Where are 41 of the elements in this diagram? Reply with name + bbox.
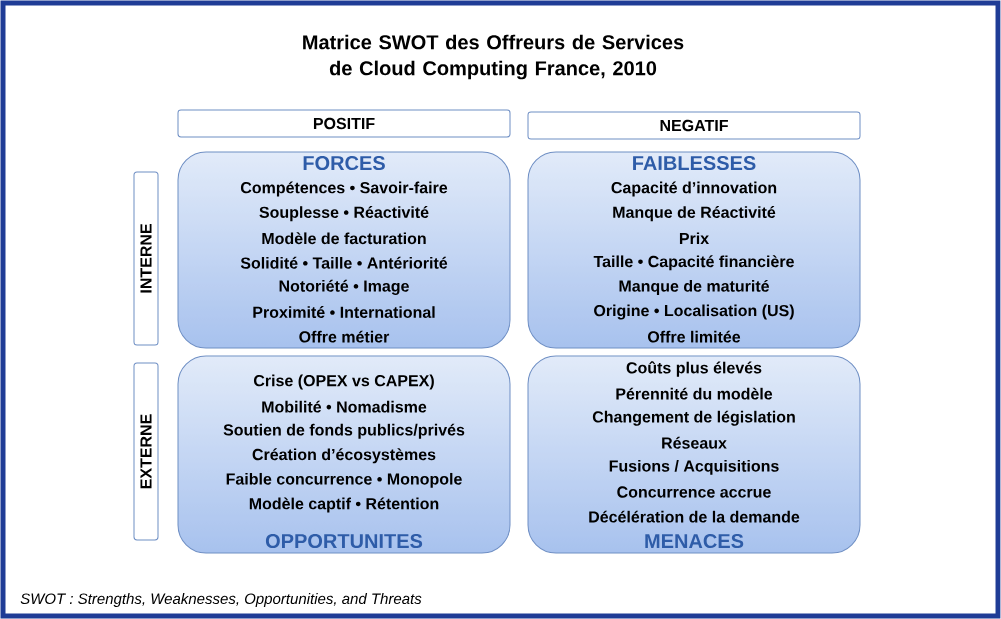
list-item: Concurrence accrue	[617, 486, 771, 498]
row-header: INTERNE	[133, 171, 159, 346]
list-item: Manque de Réactivité	[613, 206, 776, 222]
column-header: NEGATIF	[527, 111, 861, 140]
list-item: Pérennité du modèle	[616, 387, 773, 400]
caption: SWOT : Strengths, Weaknesses, Opportunities, and Threats	[20, 593, 422, 607]
quadrant-box	[527, 355, 861, 554]
list-item: Fusions / Acquisitions	[609, 459, 779, 475]
quadrant-box	[177, 151, 511, 349]
list-item: Changement de législation	[592, 410, 795, 426]
list-item: Soutien de fonds publics/privés	[223, 423, 465, 439]
list-item: Offre limitée	[648, 330, 741, 343]
list-item: Souplesse • Réactivité	[259, 206, 429, 222]
list-item: Notoriété • Image	[279, 279, 409, 295]
list-item: Crise (OPEX vs CAPEX)	[253, 374, 434, 390]
list-item: Compétences • Savoir-faire	[240, 181, 448, 197]
list-item: Réseaux	[662, 436, 727, 449]
quadrant-heading: OPPORTUNITES	[265, 533, 423, 549]
quadrant-heading: FAIBLESSES	[633, 155, 756, 171]
list-item: Taille • Capacité financière	[593, 255, 794, 271]
list-item: Capacité d’innovation	[611, 181, 777, 197]
quadrant-heading: MENACES	[645, 533, 744, 549]
list-item: Modèle captif • Rétention	[249, 497, 439, 513]
title: Matrice SWOT des Offreurs de Services de Cloud Computing France, 2010	[303, 34, 684, 80]
quadrant-heading: FORCES	[303, 155, 385, 171]
list-item: Décélération de la demande	[589, 510, 800, 523]
list-item: Création d’écosystèmes	[252, 448, 436, 464]
list-item: Origine • Localisation (US)	[594, 304, 794, 320]
list-item: Manque de maturité	[619, 279, 769, 295]
list-item: Modèle de facturation	[262, 232, 426, 245]
row-header: EXTERNE	[133, 362, 159, 541]
list-item: Mobilité • Nomadisme	[262, 400, 427, 413]
list-item: Faible concurrence • Monopole	[226, 472, 462, 488]
column-header: POSITIF	[177, 109, 511, 138]
list-item: Coûts plus élevés	[626, 361, 762, 377]
quadrant-box	[527, 151, 861, 349]
quadrant-box	[177, 355, 511, 554]
list-item: Offre métier	[299, 330, 390, 343]
list-item: Prix	[679, 232, 709, 244]
list-item: Solidité • Taille • Antériorité	[240, 256, 448, 269]
list-item: Proximité • International	[253, 306, 435, 318]
